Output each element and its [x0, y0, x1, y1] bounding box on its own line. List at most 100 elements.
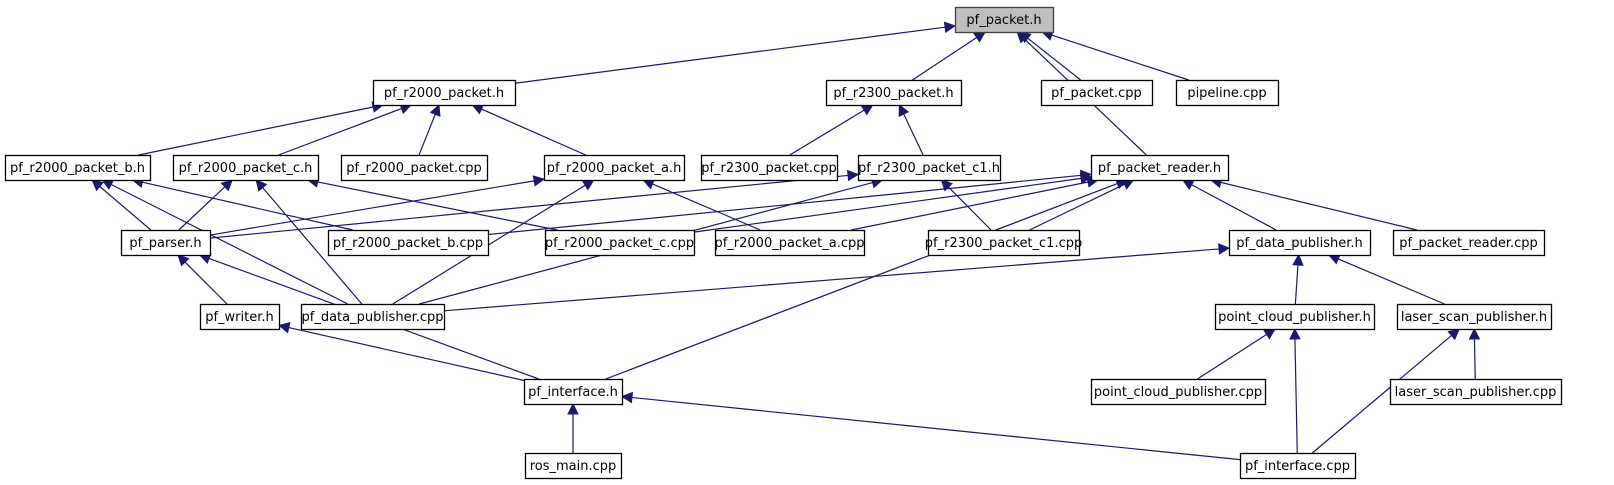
node-box[interactable]: [372, 79, 517, 107]
node-pf-packet-reader-h[interactable]: pf_packet_reader.h: [1090, 154, 1230, 182]
node-pf-r2000-packet-c-cpp[interactable]: pf_r2000_packet_c.cpp: [544, 229, 696, 257]
edge-pf_r2000_packet_cpp-to-pf_r2000_packet_h: [418, 114, 436, 156]
node-label: pf_interface.cpp: [1245, 459, 1350, 474]
edge-point_cloud_publisher_h-to-pf_data_publisher_h: [1294, 264, 1299, 305]
node-pf-packet-cpp[interactable]: pf_packet.cpp: [1040, 79, 1154, 107]
arrowhead-icon: [1289, 327, 1301, 340]
arrowhead-icon: [846, 169, 860, 182]
node-pf-parser-h[interactable]: pf_parser.h: [120, 229, 212, 257]
edge-pf_writer_h-to-pf_parser_h: [184, 261, 228, 305]
node-box[interactable]: [857, 154, 1002, 182]
edge-laser_scan_publisher_h-to-pf_data_publisher_h: [1337, 258, 1445, 305]
node-pf-r2000-packet-b-cpp[interactable]: pf_r2000_packet_b.cpp: [327, 229, 490, 257]
node-pipeline-cpp[interactable]: pipeline.cpp: [1175, 79, 1280, 107]
node-laser-scan-publisher-cpp[interactable]: laser_scan_publisher.cpp: [1389, 378, 1563, 406]
node-label: pipeline.cpp: [1187, 86, 1266, 101]
edge-pf_r2000_packet_b_cpp-to-pf_packet_reader_h: [487, 174, 1082, 236]
node-laser-scan-publisher-h[interactable]: laser_scan_publisher.h: [1396, 303, 1553, 331]
node-box[interactable]: [1214, 303, 1376, 331]
node-box[interactable]: [327, 229, 490, 257]
node-box[interactable]: [825, 79, 963, 107]
node-box[interactable]: [1090, 154, 1230, 182]
node-box[interactable]: [700, 154, 839, 182]
node-box[interactable]: [524, 452, 623, 480]
node-box[interactable]: [340, 154, 489, 182]
arrowhead-icon: [532, 175, 546, 187]
node-label: pf_writer.h: [205, 310, 274, 325]
arrowhead-icon: [429, 103, 441, 117]
node-label: pf_r2000_packet_c.cpp: [545, 236, 694, 251]
node-pf-packet-reader-cpp[interactable]: pf_packet_reader.cpp: [1392, 229, 1546, 257]
node-label: ros_main.cpp: [530, 459, 617, 474]
node-pf-writer-h[interactable]: pf_writer.h: [199, 303, 281, 331]
node-label: pf_r2300_packet_c1.h: [858, 161, 1000, 176]
node-box[interactable]: [954, 6, 1055, 34]
node-box[interactable]: [1090, 378, 1267, 406]
node-box[interactable]: [1239, 452, 1357, 480]
edge-pf_r2000_packet_h-to-pf_packet_h: [514, 26, 946, 84]
edge-pf_interface_cpp-to-laser_scan_publisher_h: [1311, 334, 1452, 454]
node-pf-r2300-packet-c1-h[interactable]: pf_r2300_packet_c1.h: [857, 154, 1002, 182]
node-box[interactable]: [120, 229, 212, 257]
arrowhead-icon: [581, 179, 595, 191]
node-pf-r2000-packet-a-h[interactable]: pf_r2000_packet_a.h: [543, 154, 686, 182]
arrowhead-icon: [973, 31, 987, 43]
edge-laser_scan_publisher_cpp-to-laser_scan_publisher_h: [1473, 338, 1476, 380]
node-box[interactable]: [1228, 229, 1372, 257]
arrowhead-icon: [1447, 328, 1461, 341]
node-box[interactable]: [172, 154, 320, 182]
node-box[interactable]: [714, 229, 866, 257]
edge-pf_r2000_packet_a_h-to-pf_r2000_packet_h: [481, 108, 586, 156]
edge-pf_data_publisher_h-to-pf_packet_reader_h: [1191, 184, 1277, 231]
node-point-cloud-publisher-h[interactable]: point_cloud_publisher.h: [1214, 303, 1376, 331]
edge-pf_parser_h-to-pf_r2000_packet_a_h: [209, 180, 535, 236]
node-box[interactable]: [1392, 229, 1546, 257]
node-pf-r2300-packet-h[interactable]: pf_r2300_packet.h: [825, 79, 963, 107]
node-pf-r2000-packet-cpp[interactable]: pf_r2000_packet.cpp: [340, 154, 489, 182]
node-label: pf_r2000_packet_a.cpp: [714, 236, 864, 251]
node-ros-main-cpp[interactable]: ros_main.cpp: [524, 452, 623, 480]
node-label: pf_r2000_packet_c.h: [179, 161, 313, 176]
node-label: pf_r2300_packet.h: [833, 86, 953, 101]
node-pf-r2000-packet-a-cpp[interactable]: pf_r2000_packet_a.cpp: [714, 229, 866, 257]
node-pf-r2300-packet-cpp[interactable]: pf_r2300_packet.cpp: [700, 154, 839, 182]
node-box[interactable]: [1389, 378, 1563, 406]
node-label: pf_data_publisher.cpp: [301, 310, 443, 325]
node-pf-packet-h[interactable]: pf_packet.h: [954, 6, 1055, 34]
arrowhead-icon: [940, 179, 953, 192]
node-point-cloud-publisher-cpp[interactable]: point_cloud_publisher.cpp: [1090, 378, 1267, 406]
node-box[interactable]: [1396, 303, 1553, 331]
node-pf-r2300-packet-c1-cpp[interactable]: pf_r2300_packet_c1.cpp: [925, 229, 1083, 257]
node-box[interactable]: [4, 154, 152, 182]
node-box[interactable]: [927, 229, 1081, 257]
node-pf-r2000-packet-c-h[interactable]: pf_r2000_packet_c.h: [172, 154, 320, 182]
node-label: pf_r2000_packet.h: [384, 86, 504, 101]
node-box[interactable]: [523, 378, 624, 406]
node-box[interactable]: [1175, 79, 1280, 107]
node-box[interactable]: [1040, 79, 1154, 107]
edge-pf_packet_reader_cpp-to-pf_packet_reader_h: [1220, 181, 1418, 231]
edge-pf_interface_cpp-to-point_cloud_publisher_h: [1294, 338, 1298, 454]
edge-pf_r2300_packet_cpp-to-pf_r2300_packet_h: [789, 109, 865, 156]
node-box[interactable]: [543, 154, 686, 182]
node-pf-r2000-packet-b-h[interactable]: pf_r2000_packet_b.h: [4, 154, 152, 182]
node-label: pf_r2300_packet.cpp: [701, 161, 837, 176]
arrowhead-icon: [898, 103, 910, 117]
node-pf-data-publisher-cpp[interactable]: pf_data_publisher.cpp: [300, 303, 446, 331]
node-label: pf_r2000_packet_b.cpp: [333, 236, 483, 251]
arrowhead-icon: [1292, 253, 1304, 266]
nodes-layer: pf_packet.h pf_r2000_packet.h pf_r2300_pac…: [4, 6, 1563, 480]
edge-pf_parser_h-to-pf_r2300_packet_c1_h: [209, 174, 849, 239]
node-label: pf_r2000_packet.cpp: [346, 161, 482, 176]
edge-pf_r2300_packet_c1_cpp-to-pf_r2300_packet_c1_h: [948, 186, 992, 231]
node-pf-r2000-packet-h[interactable]: pf_r2000_packet.h: [372, 79, 517, 107]
edge-pf_r2000_packet_a_cpp-to-pf_packet_reader_h: [851, 181, 1089, 231]
node-pf-interface-cpp[interactable]: pf_interface.cpp: [1239, 452, 1357, 480]
node-pf-data-publisher-h[interactable]: pf_data_publisher.h: [1228, 229, 1372, 257]
edges-layer: [91, 21, 1481, 461]
node-box[interactable]: [300, 303, 446, 331]
arrowhead-icon: [91, 179, 104, 192]
node-box[interactable]: [544, 229, 696, 257]
node-box[interactable]: [199, 303, 281, 331]
node-pf-interface-h[interactable]: pf_interface.h: [523, 378, 624, 406]
